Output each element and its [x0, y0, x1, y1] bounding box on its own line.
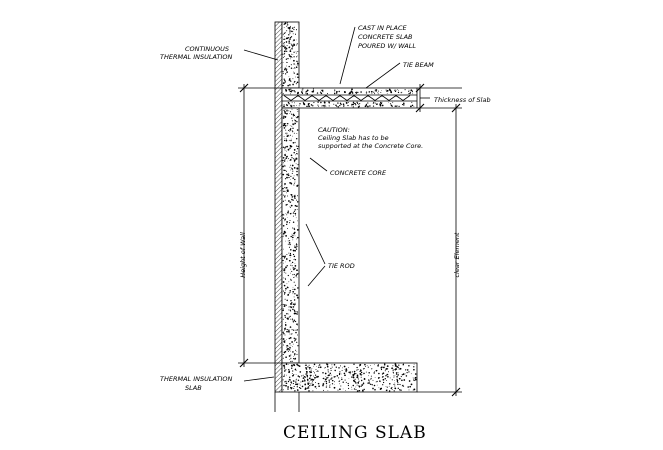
label-concrete-core: CONCRETE CORE: [330, 169, 387, 177]
floor-slab: [281, 362, 418, 393]
label-continuous-2: THERMAL INSULATION: [160, 53, 232, 61]
drawing-title: CEILING SLAB: [283, 423, 427, 443]
wall-insulation: [274, 21, 283, 393]
label-thermal-bottom-2: SLAB: [185, 384, 202, 392]
ceiling-slab: [281, 87, 418, 109]
concrete-wall-upper: [281, 21, 300, 89]
label-tie-beam: TIE BEAM: [403, 61, 434, 69]
label-caution-3: supported at the Concrete Core.: [318, 142, 423, 150]
label-cast-in-place-3: POURED W/ WALL: [358, 42, 416, 50]
label-cast-in-place-1: CAST IN PLACE: [358, 24, 408, 32]
label-clear-element: clear Element: [453, 232, 461, 277]
concrete-speckle: [282, 22, 417, 392]
label-tie-rod: TIE ROD: [328, 262, 355, 270]
tie-beam-truss: [283, 95, 411, 101]
label-height-of-wall: Height of Wall: [239, 232, 247, 278]
label-caution-2: Ceiling Slab has to be: [318, 134, 389, 142]
label-caution-1: CAUTION:: [318, 126, 350, 134]
label-thermal-bottom-1: THERMAL INSULATION: [160, 375, 232, 383]
label-continuous-1: CONTINUOUS: [185, 45, 229, 53]
label-thickness: Thickness of Slab: [434, 96, 491, 104]
label-cast-in-place-2: CONCRETE SLAB: [358, 33, 413, 41]
